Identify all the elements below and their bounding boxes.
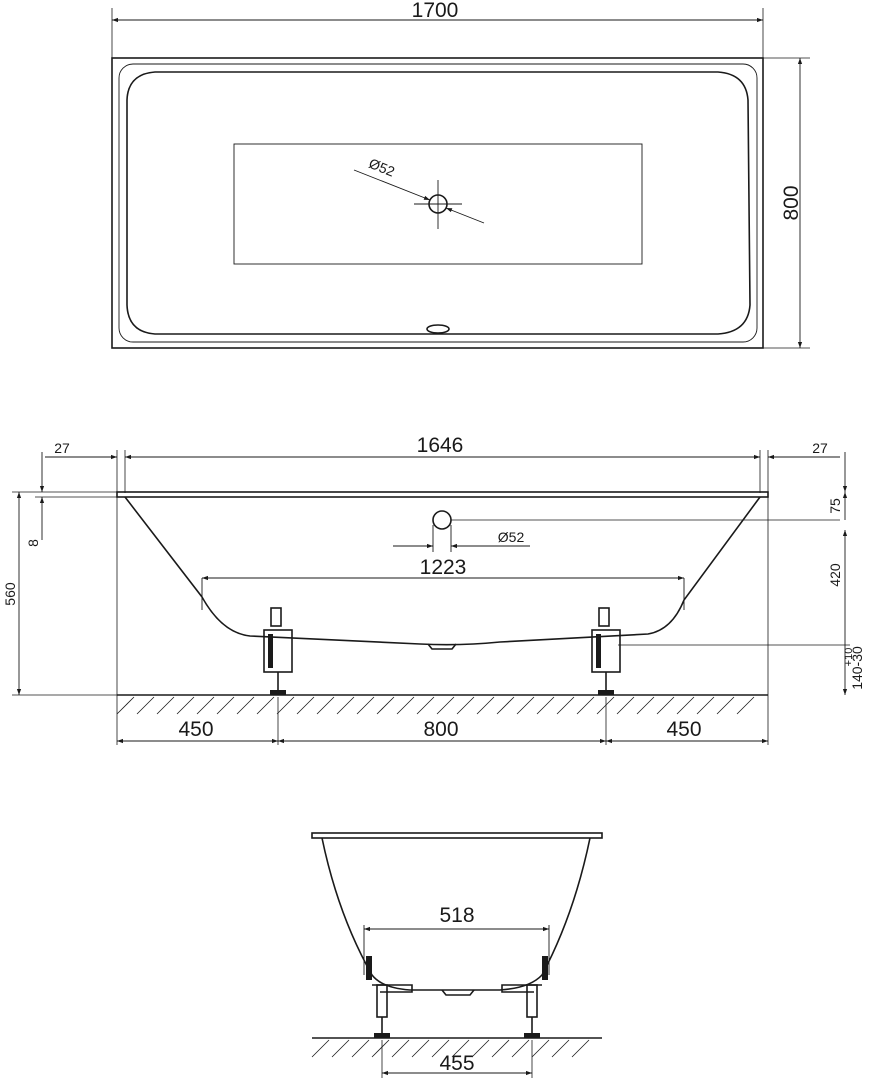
leg-offset-left-label: 450 [178, 718, 213, 741]
leg-offset-right-label: 450 [666, 718, 701, 741]
support-leg-end-right [501, 956, 548, 1038]
hatch-stroke [176, 696, 195, 715]
overflow-outlet-icon [432, 510, 452, 530]
hatch-stroke [571, 1039, 590, 1058]
overall-height-label: 560 [2, 582, 18, 606]
hatch-stroke [471, 1039, 490, 1058]
hatch-stroke [556, 696, 575, 715]
hatch-stroke [676, 696, 695, 715]
hatch-stroke [636, 696, 655, 715]
leg-adjust-plus-label: +10 [843, 648, 855, 667]
support-leg-right [591, 607, 621, 695]
hatch-stroke [331, 1039, 350, 1058]
hatch-stroke [316, 696, 335, 715]
waste-diameter-leader-right [445, 207, 485, 224]
support-leg-left [263, 607, 293, 695]
leg-adjust-range-label: 140-30 [849, 646, 865, 690]
hatch-stroke [296, 696, 315, 715]
hatch-stroke [431, 1039, 450, 1058]
hatch-stroke [391, 1039, 410, 1058]
hatch-stroke [456, 696, 475, 715]
hatch-stroke [696, 696, 715, 715]
side-view: 27 1646 27 8 560 75 Ø52 1223 420 +10 [2, 434, 865, 745]
hatch-stroke [416, 696, 435, 715]
hatch-stroke [476, 696, 495, 715]
overall-width-label: 800 [780, 185, 803, 220]
drain-outline-end [441, 989, 475, 996]
hatch-stroke [311, 1039, 330, 1058]
rim-profile-side [116, 491, 769, 498]
hatch-stroke [351, 1039, 370, 1058]
rim-profile-end [311, 832, 603, 839]
flat-bottom-area [233, 143, 643, 265]
hatch-stroke [396, 696, 415, 715]
overflow-to-floor-label: 420 [827, 563, 843, 587]
hatch-stroke [716, 696, 735, 715]
waste-diameter-label: Ø52 [367, 155, 398, 180]
bottom-width-label: 518 [439, 904, 474, 927]
rim-left-label: 27 [54, 440, 70, 456]
basin-profile-end [321, 837, 591, 991]
hatch-stroke [196, 696, 215, 715]
hatch-stroke [451, 1039, 470, 1058]
end-view: 518 455 [311, 832, 603, 1078]
hatch-stroke [616, 696, 635, 715]
hatch-stroke [156, 696, 175, 715]
leg-spacing-label: 800 [423, 718, 458, 741]
hatch-stroke [656, 696, 675, 715]
support-leg-end-left [366, 956, 413, 1038]
hatch-stroke [491, 1039, 510, 1058]
hatch-stroke [531, 1039, 550, 1058]
overall-length-label: 1700 [412, 0, 459, 22]
hatch-stroke [496, 696, 515, 715]
hatch-stroke [376, 696, 395, 715]
hatch-stroke [356, 696, 375, 715]
hatch-stroke [236, 696, 255, 715]
overflow-icon [426, 324, 450, 334]
hatch-stroke [736, 696, 755, 715]
hatch-stroke [336, 696, 355, 715]
hatch-stroke [536, 696, 555, 715]
rim-right-label: 27 [812, 440, 828, 456]
hatch-stroke [136, 696, 155, 715]
basin-outline-top [126, 71, 751, 335]
hatch-stroke [276, 696, 295, 715]
tub-outline-top [111, 57, 764, 349]
top-view: 1700 800 Ø52 [111, 0, 810, 349]
leg-spacing-end-label: 455 [439, 1052, 474, 1075]
hatch-stroke [411, 1039, 430, 1058]
hatch-stroke [256, 696, 275, 715]
hatch-stroke [216, 696, 235, 715]
inner-length-label: 1646 [417, 434, 464, 457]
hatch-stroke [596, 696, 615, 715]
floor-hatch-end [311, 1039, 590, 1058]
hatch-stroke [511, 1039, 530, 1058]
floor-hatch-side [116, 696, 755, 715]
bottom-length-label: 1223 [420, 556, 467, 579]
overflow-height-label: 75 [827, 498, 843, 514]
hatch-stroke [371, 1039, 390, 1058]
hatch-stroke [436, 696, 455, 715]
hatch-stroke [576, 696, 595, 715]
rim-thickness-label: 8 [25, 539, 41, 547]
hatch-stroke [551, 1039, 570, 1058]
drain-outline-side [427, 643, 457, 650]
hatch-stroke [516, 696, 535, 715]
waste-diameter-leader-left [353, 169, 431, 201]
hatch-stroke [116, 696, 135, 715]
rim-line-top [118, 63, 758, 343]
overflow-diameter-label: Ø52 [498, 529, 525, 545]
